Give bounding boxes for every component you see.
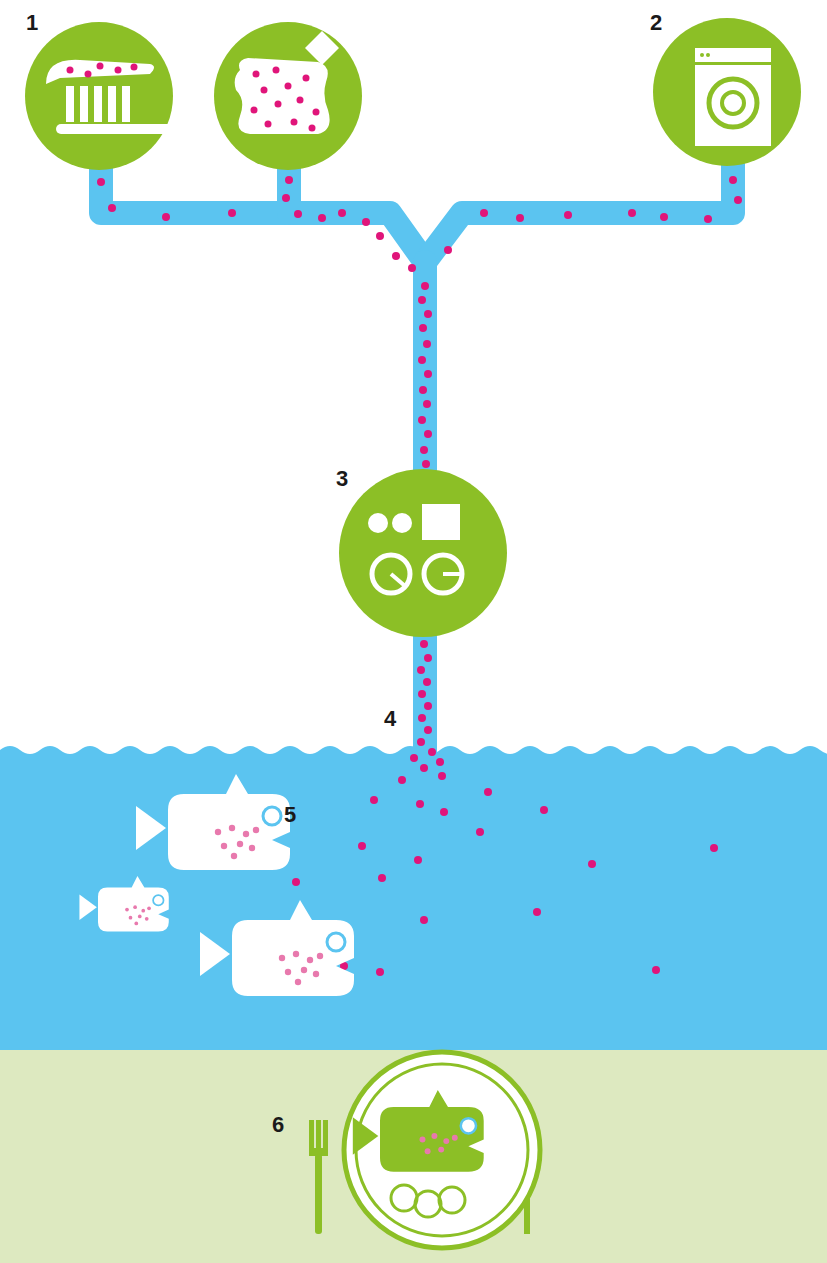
callout-number: 3 (336, 468, 348, 490)
callout-number: 4 (384, 708, 396, 730)
callout-number: 2 (650, 12, 662, 34)
callout-number: 5 (284, 804, 296, 826)
callout-number: 1 (26, 12, 38, 34)
callout-number: 6 (272, 1114, 284, 1136)
